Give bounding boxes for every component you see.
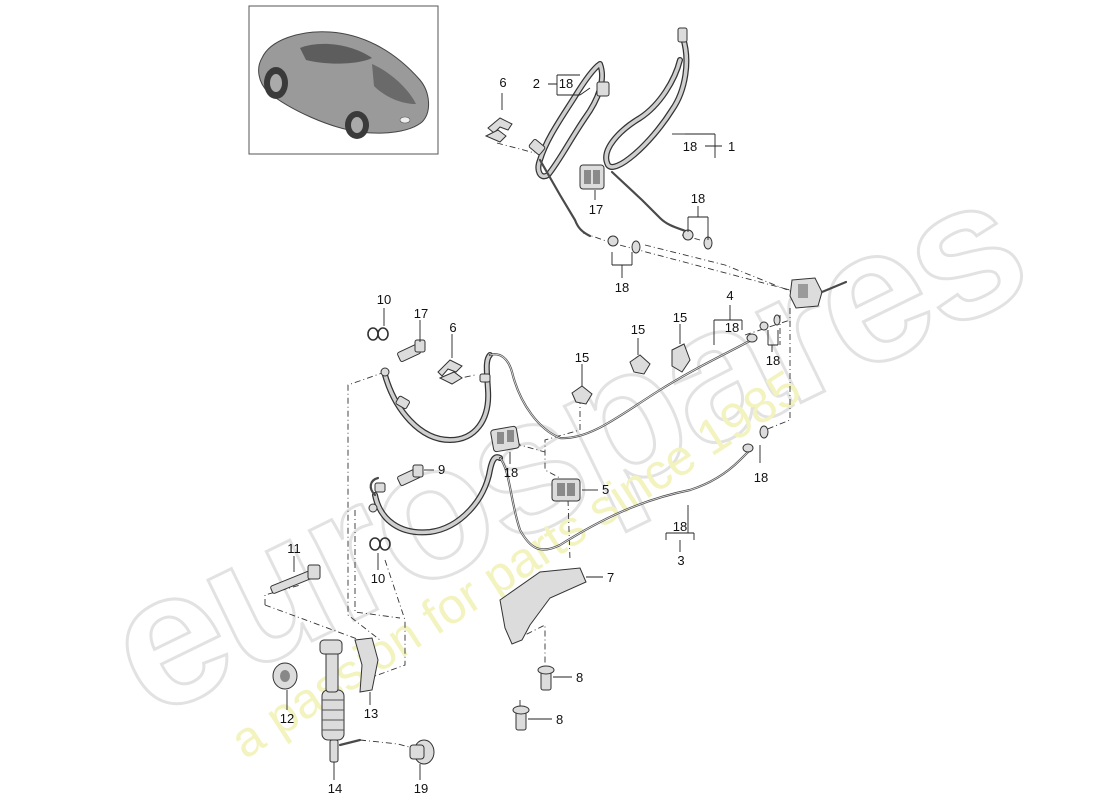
label-19: 19 (414, 781, 428, 796)
label-18: 18 (691, 191, 705, 206)
seal-ring-10-lower (369, 537, 391, 551)
leader-lines (286, 74, 779, 780)
label-14: 11 (287, 541, 301, 556)
bracket-12 (354, 637, 379, 693)
holder-7 (499, 567, 587, 645)
bushing-11 (272, 662, 298, 690)
clip-15-a (571, 385, 593, 405)
hose-fitting (677, 27, 688, 43)
car-icon (258, 31, 429, 139)
label-2: 2 (533, 76, 540, 91)
bracket-17-middle (490, 425, 520, 453)
bracket-5 (551, 478, 581, 502)
label-18: 18 (683, 139, 697, 154)
label-12: 13 (364, 706, 378, 721)
banjo-bolt-9 (397, 464, 424, 487)
label-8: 8 (576, 670, 583, 685)
clip-15-c (671, 343, 691, 373)
label-3: 3 (677, 553, 684, 568)
label-18: 18 (615, 280, 629, 295)
label-18: 18 (766, 353, 780, 368)
screw-8-lower (512, 705, 530, 731)
bushing-19 (409, 739, 435, 765)
label-17: 17 (589, 202, 603, 217)
label-8: 8 (556, 712, 563, 727)
clip-6-upper (484, 117, 513, 143)
label-10: 10 (371, 571, 385, 586)
part-labels: 1 18 2 18 6 17 18 18 4 18 18 18 18 3 10 … (280, 75, 780, 796)
clip-15-b (629, 354, 651, 375)
label-16: 17 (414, 306, 428, 321)
bolt-14 (270, 564, 321, 594)
watermark-brand: eurospares (75, 135, 1053, 757)
label-18: 18 (754, 470, 768, 485)
label-15: 15 (673, 310, 687, 325)
label-9: 9 (438, 462, 445, 477)
label-7: 7 (607, 570, 614, 585)
label-18: 18 (673, 519, 687, 534)
bracket-17-upper (579, 164, 605, 190)
clip-6-middle (437, 359, 463, 385)
label-18: 18 (725, 320, 739, 335)
hose-fitting (528, 138, 546, 156)
fittings-18-upper (607, 229, 713, 254)
label-10: 10 (377, 292, 391, 307)
brake-hose-1 (603, 27, 690, 234)
label-15: 15 (631, 322, 645, 337)
label-5: 5 (602, 482, 609, 497)
label-6: 6 (499, 75, 506, 90)
label-18: 18 (559, 76, 573, 91)
label-13: 14 (328, 781, 342, 796)
banjo-bolt-16 (397, 339, 426, 363)
label-17: 18 (504, 465, 518, 480)
label-6: 6 (449, 320, 456, 335)
brake-line-3 (368, 425, 769, 551)
seal-ring-10-upper (367, 327, 389, 341)
label-4: 4 (726, 288, 733, 303)
brake-hose-2 (528, 61, 610, 238)
label-11: 12 (280, 711, 294, 726)
label-1: 1 (728, 139, 735, 154)
brake-line-4 (380, 314, 781, 444)
hose-fitting (596, 81, 610, 97)
label-15: 15 (575, 350, 589, 365)
watermark: eurospares a passion for parts since 198… (74, 133, 1055, 769)
screw-8-upper (537, 665, 555, 691)
valve-block (789, 277, 848, 309)
sensor-13 (319, 639, 362, 763)
vehicle-thumbnail (248, 5, 439, 155)
